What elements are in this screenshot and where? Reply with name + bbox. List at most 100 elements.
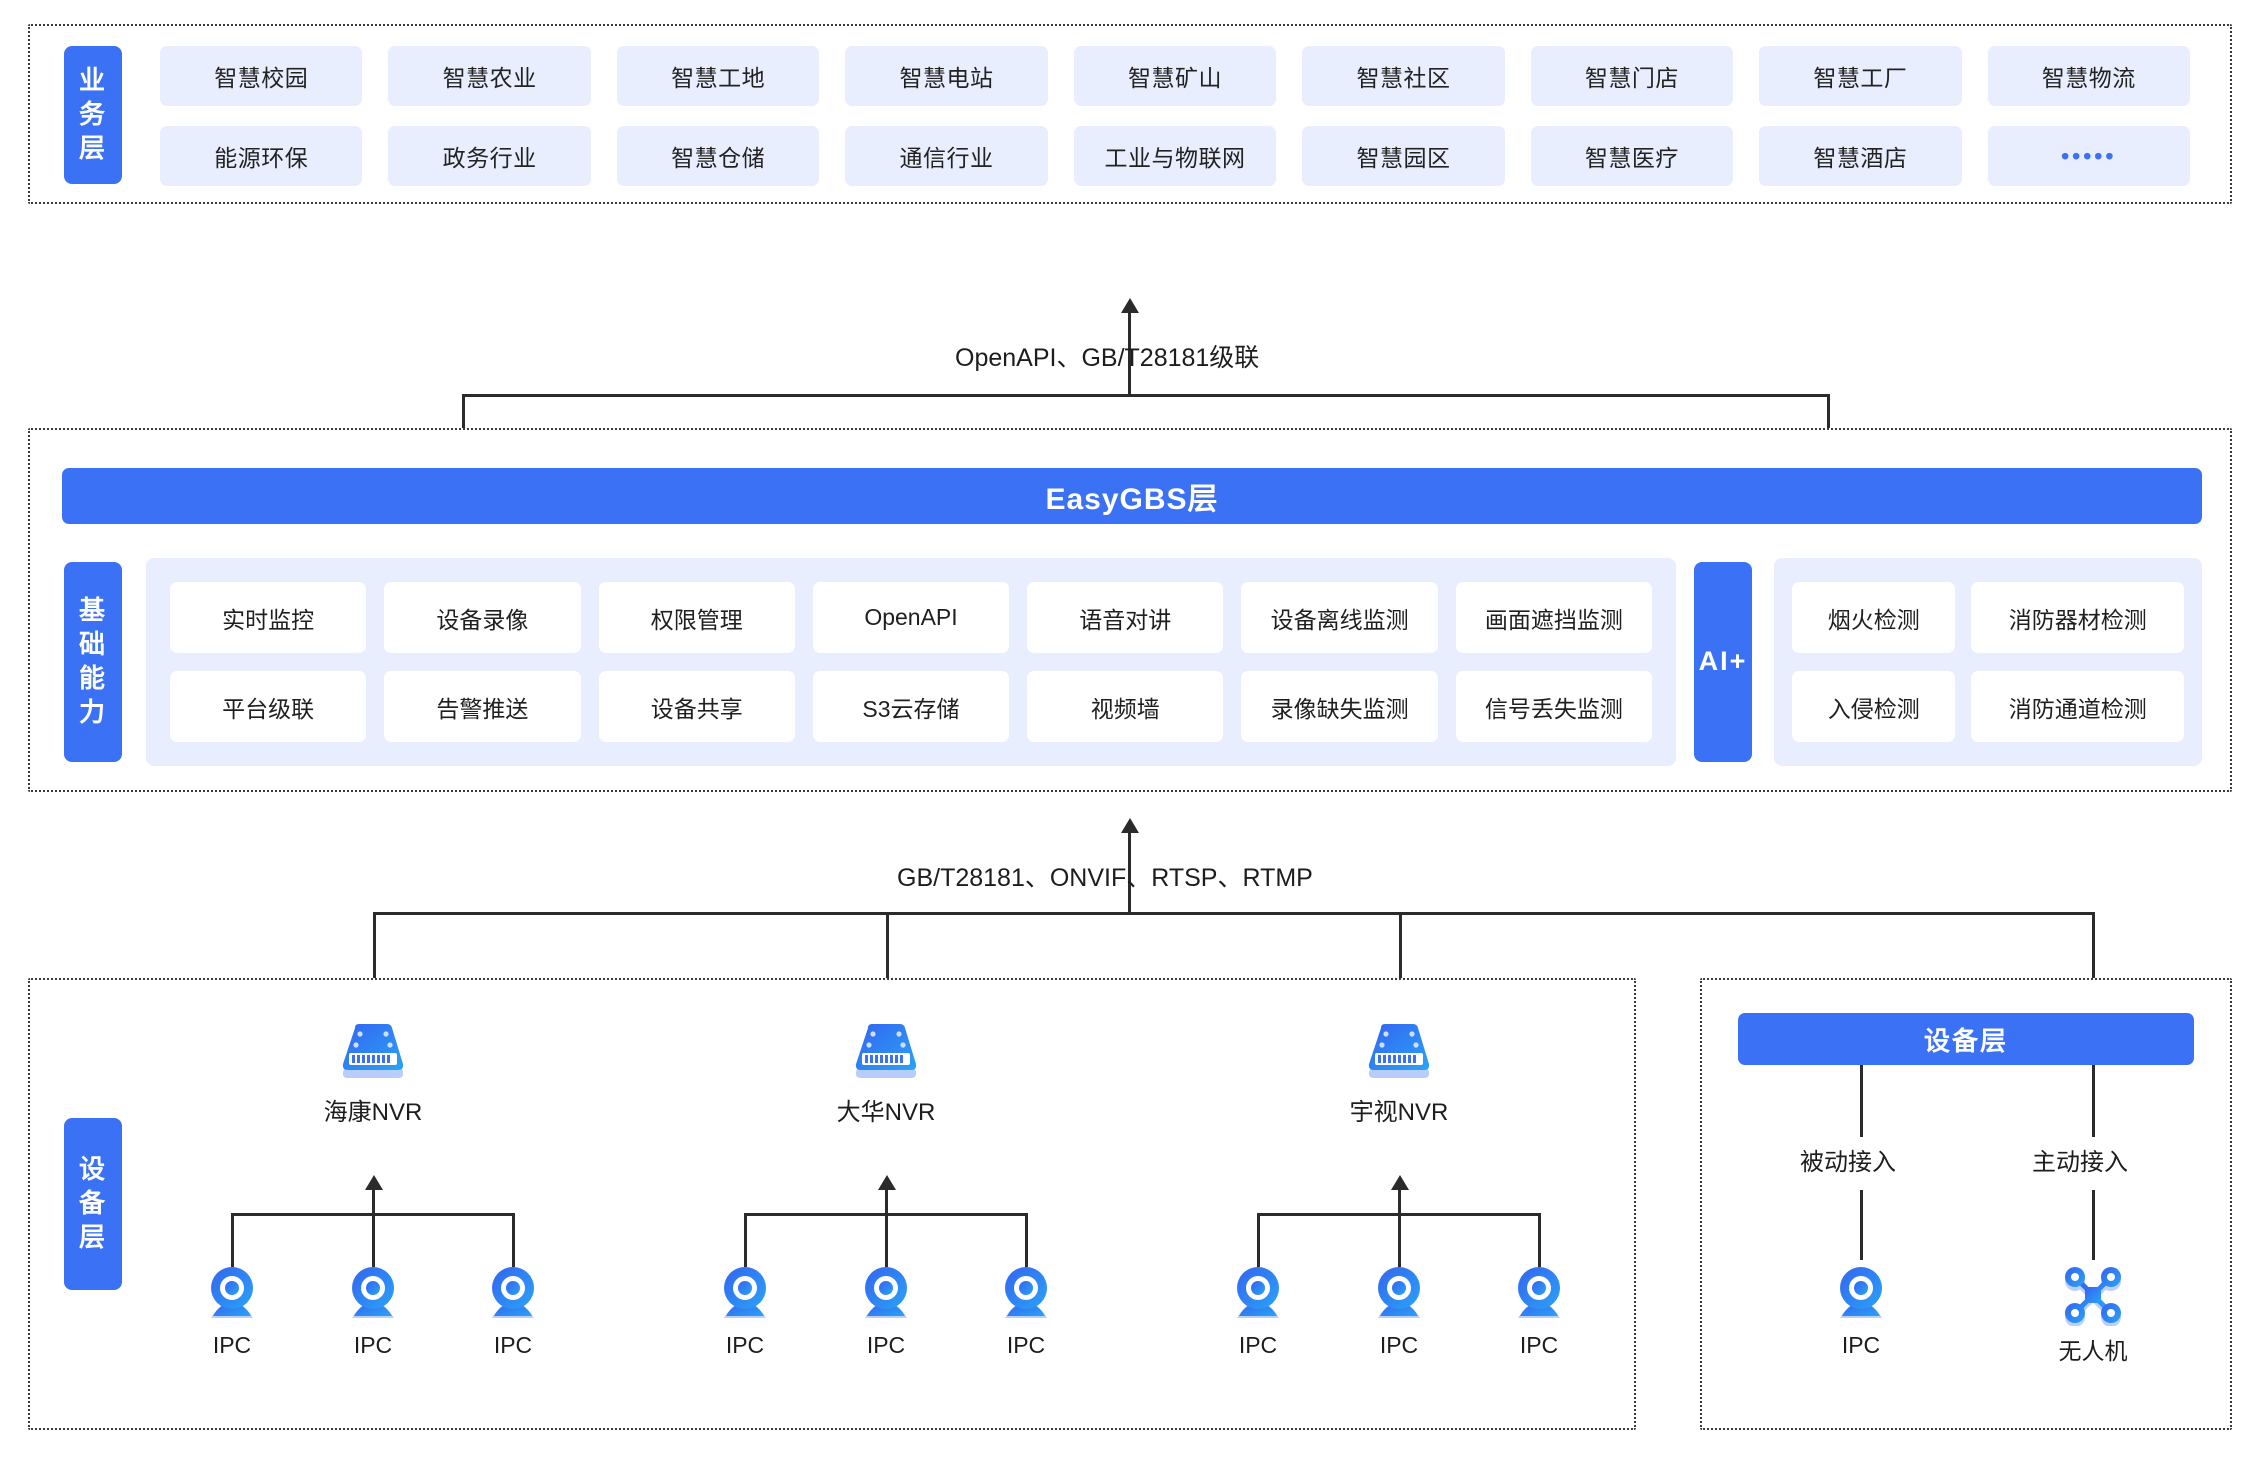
- ipc-node[interactable]: IPC: [458, 1264, 568, 1359]
- capability-chip[interactable]: OpenAPI: [812, 582, 1010, 653]
- business-layer-side-label: 业务层: [64, 46, 122, 184]
- business-chip[interactable]: 智慧校园: [160, 46, 363, 106]
- business-chip[interactable]: 智慧酒店: [1759, 126, 1962, 186]
- easygbs-layer-title: EasyGBS层: [1045, 483, 1219, 516]
- passive-access-line-top: [1860, 1065, 1863, 1137]
- capability-chip[interactable]: 权限管理: [598, 582, 795, 653]
- capability-chip[interactable]: 画面遮挡监测: [1455, 582, 1652, 653]
- ipc-node[interactable]: IPC: [318, 1264, 428, 1359]
- nvr-icon: [848, 1022, 924, 1084]
- ipc-camera-icon: [342, 1264, 404, 1326]
- ipc-camera-icon: [855, 1264, 917, 1326]
- ipc-label: IPC: [493, 1332, 533, 1358]
- business-chip[interactable]: 智慧工厂: [1759, 46, 1962, 106]
- business-chip[interactable]: 智慧社区: [1302, 46, 1505, 106]
- device-layer-right-bar[interactable]: 设备层: [1738, 1013, 2194, 1065]
- nvr-node[interactable]: 海康NVR: [298, 1022, 448, 1127]
- business-chip[interactable]: 能源环保: [160, 126, 363, 186]
- capability-chip[interactable]: 录像缺失监测: [1241, 671, 1438, 742]
- business-chip[interactable]: 智慧门店: [1530, 46, 1734, 106]
- ipc-node[interactable]: IPC: [690, 1264, 800, 1359]
- ipc-drop-1a: [231, 1213, 234, 1267]
- ai-capability-panel: 烟火检测 消防器材检测 入侵检测 消防通道检测: [1774, 558, 2202, 766]
- drone-icon: [2062, 1264, 2124, 1327]
- nvr-stem-2: [885, 1189, 888, 1215]
- ai-capability-chip[interactable]: 消防器材检测: [1971, 582, 2184, 653]
- business-chip[interactable]: 智慧电站: [845, 46, 1048, 106]
- business-chip-more[interactable]: •••••: [1987, 126, 2190, 186]
- ipc-label: IPC: [1519, 1332, 1559, 1358]
- capability-chip[interactable]: S3云存储: [812, 671, 1010, 742]
- ipc-label: IPC: [725, 1332, 765, 1358]
- ipc-drop-2b: [885, 1213, 888, 1267]
- business-chip[interactable]: 智慧园区: [1302, 126, 1505, 186]
- basic-capability-side-label: 基础能力: [64, 562, 122, 762]
- ipc-camera-icon: [1227, 1264, 1289, 1326]
- ai-plus-side-label-text: AI+: [1698, 646, 1748, 677]
- capability-chip[interactable]: 视频墙: [1027, 671, 1224, 742]
- capability-chip[interactable]: 平台级联: [170, 671, 367, 742]
- business-chip[interactable]: 智慧矿山: [1073, 46, 1277, 106]
- ipc-drop-3c: [1538, 1213, 1541, 1267]
- ipc-camera-icon: [1368, 1264, 1430, 1326]
- easygbs-layer-bar[interactable]: EasyGBS层: [62, 468, 2202, 524]
- connector-bottom-drop-1: [373, 912, 376, 1000]
- business-chip[interactable]: 工业与物联网: [1073, 126, 1277, 186]
- ipc-drop-1c: [512, 1213, 515, 1267]
- ipc-node[interactable]: IPC: [177, 1264, 287, 1359]
- ipc-label: IPC: [866, 1332, 906, 1358]
- business-chip[interactable]: 智慧农业: [388, 46, 591, 106]
- nvr-label: 海康NVR: [323, 1099, 423, 1126]
- connector-bottom-drop-4: [2092, 912, 2095, 1012]
- connector-top-left-drop: [462, 394, 465, 430]
- ipc-camera-icon: [995, 1264, 1057, 1326]
- capability-chip[interactable]: 语音对讲: [1027, 582, 1224, 653]
- capability-chip[interactable]: 实时监控: [170, 582, 367, 653]
- ipc-label: IPC: [1238, 1332, 1278, 1358]
- ai-capability-chip[interactable]: 入侵检测: [1792, 671, 1956, 742]
- ai-capability-chip[interactable]: 消防通道检测: [1971, 671, 2184, 742]
- ipc-node[interactable]: IPC: [831, 1264, 941, 1359]
- nvr-label: 宇视NVR: [1349, 1099, 1449, 1126]
- nvr-stem-3: [1398, 1189, 1401, 1215]
- basic-capability-grid: 实时监控 设备录像 权限管理 OpenAPI 语音对讲 设备离线监测 画面遮挡监…: [170, 582, 1652, 742]
- business-chip[interactable]: 智慧物流: [1987, 46, 2190, 106]
- nvr-node[interactable]: 大华NVR: [811, 1022, 961, 1127]
- ai-plus-side-label: AI+: [1694, 562, 1752, 762]
- business-chip[interactable]: 政务行业: [388, 126, 591, 186]
- nvr-node[interactable]: 宇视NVR: [1324, 1022, 1474, 1127]
- ipc-node[interactable]: IPC: [1484, 1264, 1594, 1359]
- device-layer-side-label: 设备层: [64, 1118, 122, 1290]
- ipc-drop-1b: [372, 1213, 375, 1267]
- device-layer-side-label-text: 设备层: [78, 1154, 107, 1252]
- basic-capability-side-label-text: 基础能力: [78, 595, 107, 727]
- ipc-node[interactable]: IPC: [971, 1264, 1081, 1359]
- business-layer-side-label-text: 业务层: [78, 65, 107, 163]
- connector-top-bus: [462, 394, 1830, 397]
- nvr-arrow-1: [365, 1175, 383, 1190]
- nvr-arrow-2: [878, 1175, 896, 1190]
- connector-arrow-up-bottom: [1121, 818, 1139, 833]
- ipc-node[interactable]: IPC: [1203, 1264, 1313, 1359]
- nvr-arrow-3: [1391, 1175, 1409, 1190]
- capability-chip[interactable]: 设备共享: [598, 671, 795, 742]
- ai-capability-grid: 烟火检测 消防器材检测 入侵检测 消防通道检测: [1792, 582, 2184, 742]
- connector-top-label: OpenAPI、GB/T28181级联: [955, 344, 1260, 372]
- nvr-icon: [335, 1022, 411, 1084]
- ipc-node-passive[interactable]: IPC: [1806, 1264, 1916, 1359]
- capability-chip[interactable]: 设备离线监测: [1241, 582, 1438, 653]
- business-chip[interactable]: 智慧医疗: [1530, 126, 1734, 186]
- ipc-label: IPC: [353, 1332, 393, 1358]
- capability-chip[interactable]: 设备录像: [384, 582, 581, 653]
- business-chip[interactable]: 智慧仓储: [616, 126, 820, 186]
- drone-node[interactable]: 无人机: [2038, 1264, 2148, 1366]
- connector-arrow-up-top: [1121, 298, 1139, 313]
- active-access-line-bottom: [2092, 1190, 2095, 1260]
- capability-chip[interactable]: 信号丢失监测: [1455, 671, 1652, 742]
- ipc-node[interactable]: IPC: [1344, 1264, 1454, 1359]
- business-chip[interactable]: 通信行业: [845, 126, 1048, 186]
- business-chip[interactable]: 智慧工地: [616, 46, 820, 106]
- ipc-label: IPC: [1379, 1332, 1419, 1358]
- capability-chip[interactable]: 告警推送: [384, 671, 581, 742]
- ai-capability-chip[interactable]: 烟火检测: [1792, 582, 1956, 653]
